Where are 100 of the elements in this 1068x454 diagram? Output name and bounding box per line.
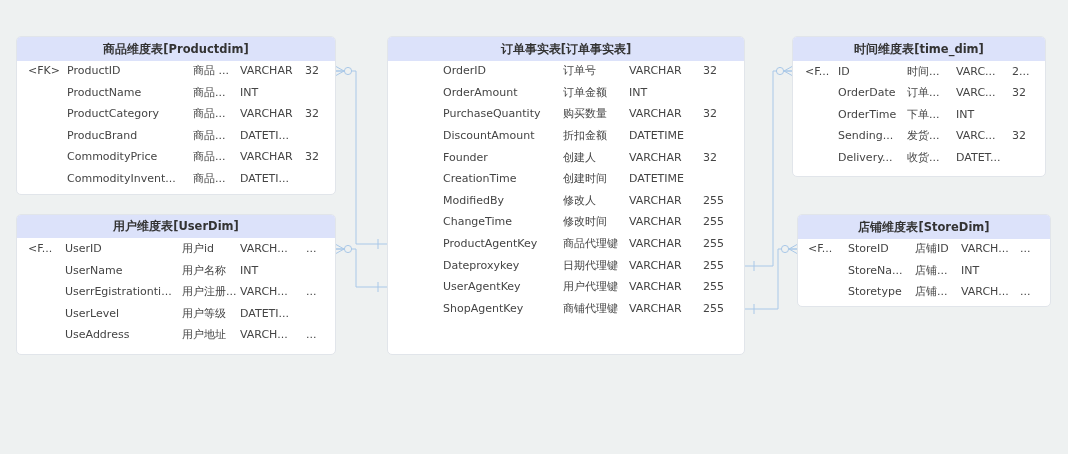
table-header: 时间维度表[time_dim] xyxy=(793,37,1045,61)
column-comment: 商品... xyxy=(193,85,226,100)
field-length: ... xyxy=(306,242,317,256)
data-type: VARCHAR xyxy=(629,302,682,317)
column-name: Storetype xyxy=(848,285,902,299)
entity-table xyxy=(16,36,336,195)
field-length: 32 xyxy=(1012,129,1026,144)
key-marker: <F... xyxy=(805,64,830,79)
column-comment: 订单号 xyxy=(563,64,596,78)
table-header: 用户维度表[UserDim] xyxy=(17,215,335,238)
data-type: VARC... xyxy=(956,129,996,144)
data-type: DATET... xyxy=(956,150,1001,165)
column-name: UserLevel xyxy=(65,306,120,321)
column-comment: 订单金额 xyxy=(563,85,607,100)
table-header: 订单事实表[订单事实表] xyxy=(388,37,744,61)
data-type: VARCHAR xyxy=(629,107,682,122)
field-length: 255 xyxy=(703,237,724,252)
column-comment: 创建时间 xyxy=(563,172,607,187)
data-type: VARCHAR xyxy=(629,237,682,252)
data-type: VARCH... xyxy=(961,285,1009,299)
column-comment: 下单... xyxy=(907,107,940,122)
column-comment: 商铺代理键 xyxy=(563,302,618,317)
column-name: CreationTime xyxy=(443,172,517,187)
column-name: ChangeTime xyxy=(443,215,513,230)
data-type: VARCH... xyxy=(240,328,288,342)
column-name: UserAgentKey xyxy=(443,280,521,295)
column-name: ShopAgentKey xyxy=(443,302,524,317)
column-comment: 日期代理键 xyxy=(563,258,618,273)
data-type: VARCHAR xyxy=(629,280,682,295)
column-comment: 修改时间 xyxy=(563,215,607,230)
table-header: 店铺维度表[StoreDim] xyxy=(798,215,1050,239)
column-name: UseAddress xyxy=(65,328,130,342)
field-length: 255 xyxy=(703,193,724,208)
field-length: 32 xyxy=(703,64,717,78)
column-name: OrderTime xyxy=(838,107,897,122)
column-comment: 发货... xyxy=(907,129,940,144)
data-type: VARC... xyxy=(956,64,996,79)
column-comment: 订单... xyxy=(907,86,940,101)
column-name: ProductID xyxy=(67,64,121,78)
column-name: ProducBrand xyxy=(67,128,138,143)
column-name: ProductName xyxy=(67,85,142,100)
column-comment: 商品... xyxy=(193,128,226,143)
relationship-line xyxy=(335,244,388,293)
column-comment: 用户名称 xyxy=(182,263,226,278)
data-type: VARCHAR xyxy=(629,215,682,230)
field-length: 32 xyxy=(305,64,319,78)
entity-table xyxy=(387,36,745,355)
data-type: INT xyxy=(240,263,259,278)
column-name: Delivery... xyxy=(838,150,893,165)
key-marker: <FK> xyxy=(28,64,60,78)
relationship-line xyxy=(744,244,798,315)
column-name: StoreNa... xyxy=(848,263,903,278)
data-type: VARCHAR xyxy=(240,150,293,165)
column-name: StoreID xyxy=(848,242,889,256)
field-length: 32 xyxy=(305,107,319,122)
entity-table xyxy=(16,214,336,355)
column-name: CommodityInvent... xyxy=(67,172,176,186)
column-comment: 用户地址 xyxy=(182,328,226,342)
column-name: Founder xyxy=(443,150,488,165)
data-type: VARCHAR xyxy=(629,150,682,165)
relationship-line xyxy=(744,66,793,272)
data-type: VARCHAR xyxy=(240,64,293,78)
column-comment: 用户注册... xyxy=(182,285,237,299)
data-type: INT xyxy=(240,85,259,100)
data-type: DATETIME xyxy=(629,172,685,187)
data-type: VARCH... xyxy=(240,242,288,256)
data-type: VARCH... xyxy=(961,242,1009,256)
column-comment: 店铺... xyxy=(915,285,948,299)
field-length: 255 xyxy=(703,258,724,273)
data-type: VARCHAR xyxy=(629,64,682,78)
column-comment: 用户id xyxy=(182,242,215,256)
field-length: 32 xyxy=(1012,86,1026,101)
column-comment: 时间... xyxy=(907,64,940,79)
column-comment: 商品... xyxy=(193,172,226,186)
field-length: 32 xyxy=(703,150,717,165)
column-name: OrderID xyxy=(443,64,486,78)
field-length: ... xyxy=(1020,285,1031,299)
column-comment: 商品... xyxy=(193,107,226,122)
column-name: ID xyxy=(838,64,850,79)
data-type: DATETIME xyxy=(629,128,685,143)
entity-table xyxy=(792,36,1046,177)
column-name: PurchaseQuantity xyxy=(443,107,541,122)
column-comment: 折扣金额 xyxy=(563,128,607,143)
column-comment: 商品... xyxy=(193,150,226,165)
column-comment: 创建人 xyxy=(563,150,596,165)
field-length: 255 xyxy=(703,280,724,295)
field-length: 2... xyxy=(1012,64,1030,79)
data-type: INT xyxy=(956,107,975,122)
column-comment: 收货... xyxy=(907,150,940,165)
column-name: UserrEgistrationti... xyxy=(65,285,172,299)
column-comment: 店铺ID xyxy=(915,242,949,256)
column-name: ProductAgentKey xyxy=(443,237,538,252)
column-name: UserID xyxy=(65,242,102,256)
column-comment: 店铺... xyxy=(915,263,948,278)
field-length: ... xyxy=(1020,242,1031,256)
field-length: 32 xyxy=(703,107,717,122)
data-type: VARCHAR xyxy=(629,193,682,208)
data-type: DATETI... xyxy=(240,172,290,186)
field-length: 255 xyxy=(703,215,724,230)
relationship-line xyxy=(335,66,388,250)
